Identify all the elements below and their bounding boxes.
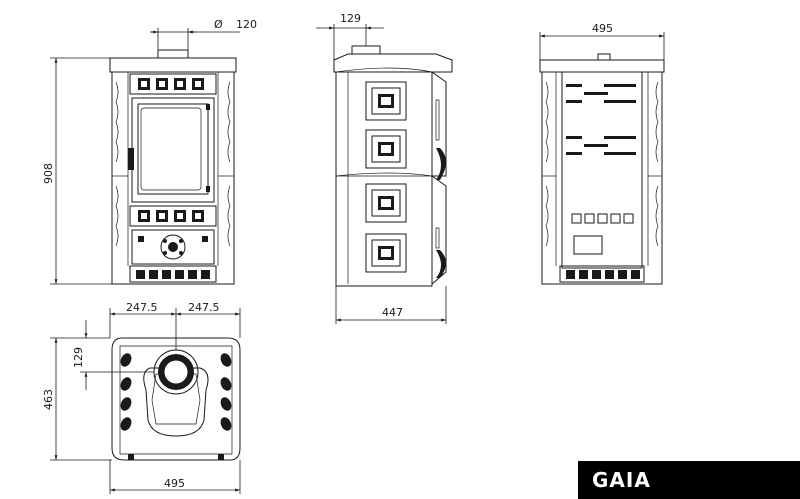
product-title-box bbox=[578, 461, 800, 499]
rear-view bbox=[539, 53, 665, 285]
product-name: GAIA bbox=[592, 468, 651, 492]
top-half-right-label: 247.5 bbox=[188, 301, 220, 314]
rear-width-dimension bbox=[539, 32, 665, 60]
rear-width-label: 495 bbox=[592, 22, 613, 35]
top-depth-dimension bbox=[50, 337, 112, 461]
top-width-dimension bbox=[109, 460, 241, 494]
top-flue-offset-label: 129 bbox=[72, 347, 85, 368]
side-view bbox=[333, 45, 453, 287]
side-tile-1 bbox=[365, 81, 407, 121]
flue-diameter-symbol: Ø bbox=[214, 18, 223, 31]
top-view bbox=[111, 337, 241, 461]
side-flue-offset-dimension bbox=[316, 24, 384, 60]
top-depth-label: 463 bbox=[42, 389, 55, 410]
front-flue-diameter-dimension bbox=[150, 28, 240, 50]
side-tile-2 bbox=[365, 129, 407, 169]
top-width-label: 495 bbox=[164, 477, 185, 490]
side-tile-3 bbox=[365, 183, 407, 223]
front-view bbox=[109, 49, 237, 285]
side-tile-4 bbox=[365, 233, 407, 273]
top-flue-offset-dimension bbox=[80, 320, 154, 390]
top-half-left-label: 247.5 bbox=[126, 301, 158, 314]
side-flue-offset-label: 129 bbox=[340, 12, 361, 25]
front-height-label: 908 bbox=[42, 163, 55, 184]
flue-diameter-label: 120 bbox=[236, 18, 257, 31]
front-height-dimension bbox=[50, 57, 112, 285]
side-depth-dimension bbox=[335, 286, 447, 324]
top-half-width-dimensions bbox=[109, 308, 241, 350]
side-depth-label: 447 bbox=[382, 306, 403, 319]
